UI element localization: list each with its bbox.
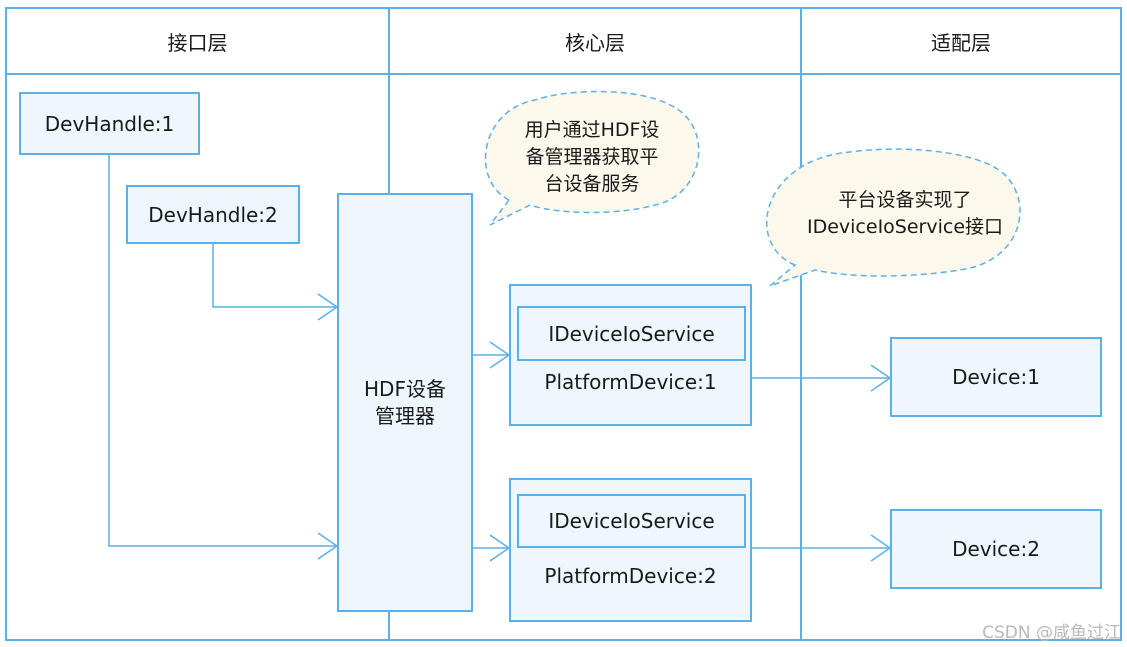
watermark: CSDN @咸鱼过江 [982, 623, 1121, 643]
callout-1-text: 用户通过HDF设 备管理器获取平 台设备服务 [497, 117, 687, 198]
device-1-box: Device:1 [890, 337, 1102, 417]
lane-title-interface: 接口层 [167, 30, 228, 55]
platform-device-2-service: IDeviceIoService [517, 494, 746, 548]
callout-1-line2: 备管理器获取平 [525, 146, 659, 168]
hdf-manager-box: HDF设备 管理器 [337, 193, 473, 612]
outer-frame [5, 7, 1122, 641]
lane-title-adapter: 适配层 [931, 30, 991, 55]
callout-1-line1: 用户通过HDF设 [524, 119, 660, 141]
devhandle-2-box: DevHandle:2 [126, 185, 300, 244]
device-2-box: Device:2 [890, 509, 1102, 589]
hdf-manager-label-line2: 管理器 [375, 403, 435, 428]
callout-2-line2: IDeviceIoService接口 [806, 216, 1004, 238]
callout-1-line3: 台设备服务 [544, 173, 640, 195]
connector-handle1-manager [108, 155, 337, 547]
callout-bubble-2 [765, 148, 1021, 287]
connector-handle2-manager [212, 244, 337, 308]
callout-bubble-1 [484, 90, 700, 226]
platform-device-1-label: PlatformDevice:1 [544, 370, 717, 394]
platform-device-2-label: PlatformDevice:2 [544, 564, 717, 588]
callout-2-text: 平台设备实现了 IDeviceIoService接口 [775, 187, 1035, 241]
hdf-manager-label-line1: HDF设备 [364, 376, 446, 401]
callout-2-line1: 平台设备实现了 [838, 189, 972, 211]
lane-title-core: 核心层 [565, 30, 625, 55]
platform-device-1-service: IDeviceIoService [517, 306, 746, 361]
devhandle-1-box: DevHandle:1 [19, 92, 200, 155]
